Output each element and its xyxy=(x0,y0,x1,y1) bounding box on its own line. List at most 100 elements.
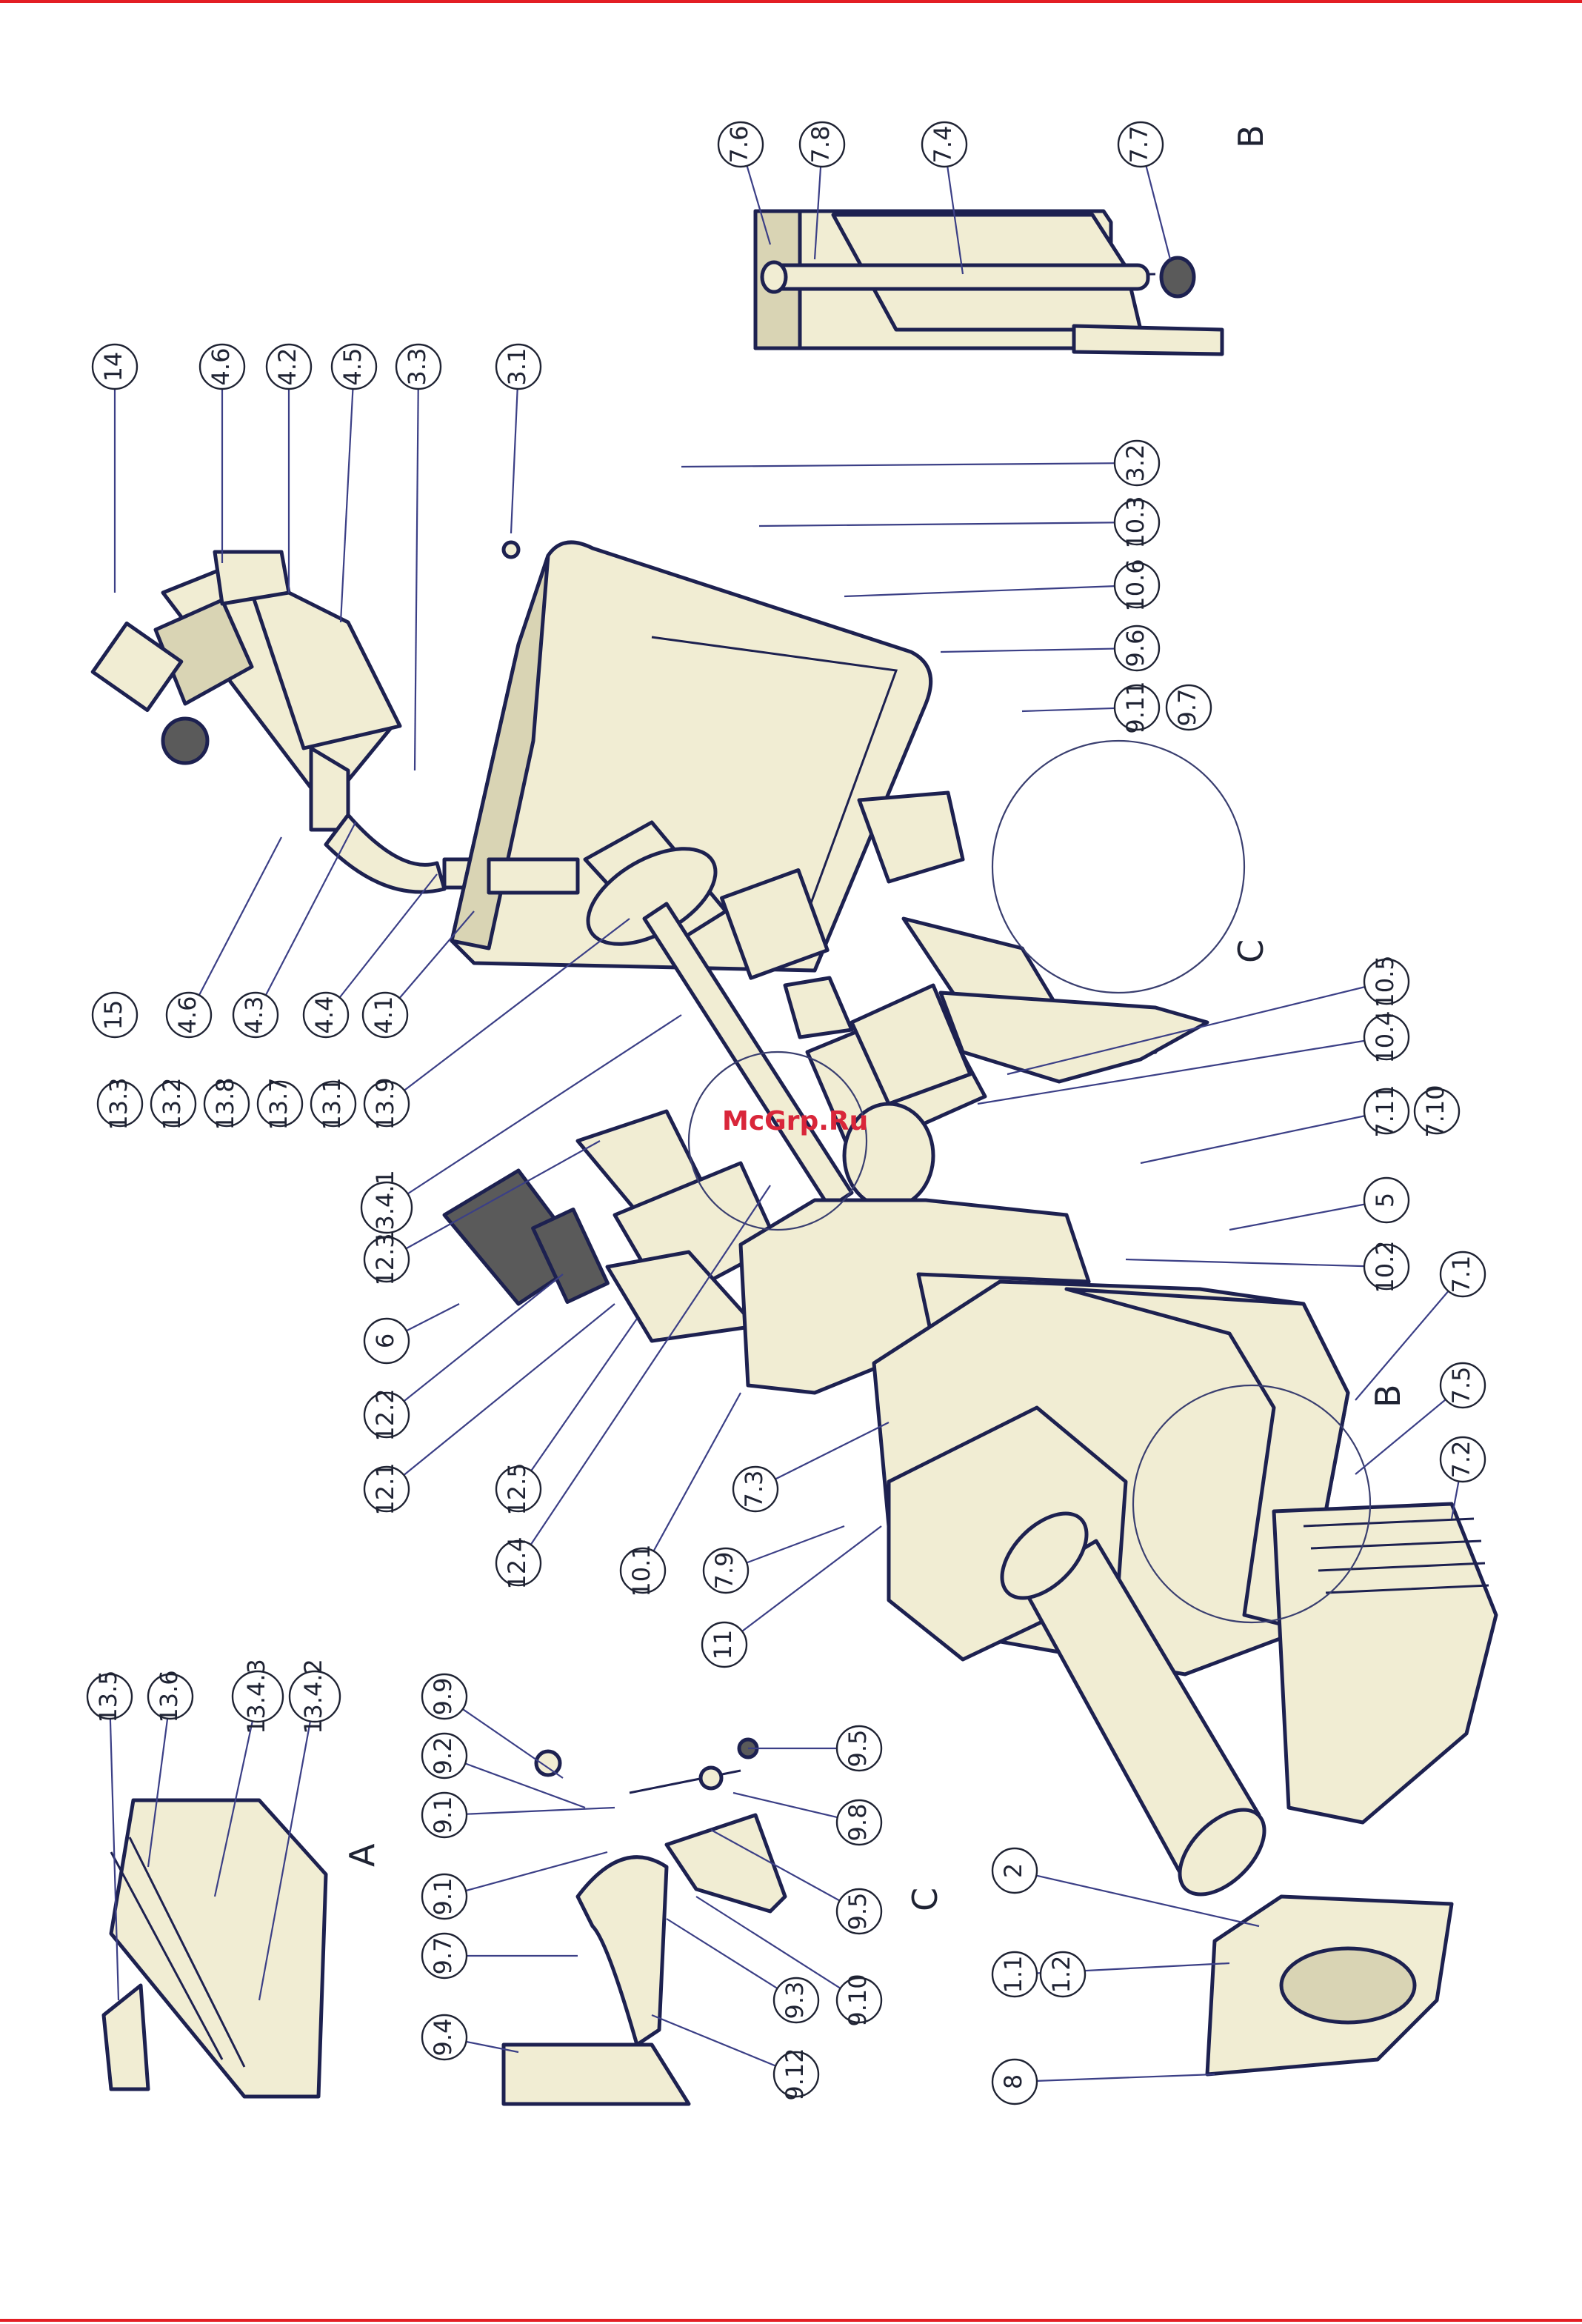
callout-bubble xyxy=(835,1799,883,1846)
callout-bubble xyxy=(1113,684,1161,731)
callout-label: 13.7 xyxy=(264,1077,293,1130)
leader-c7-1 xyxy=(1355,1273,1463,1401)
callout-bubble xyxy=(1113,499,1161,546)
callout-label: 7.6 xyxy=(725,126,753,164)
callout-label: 7.9 xyxy=(710,1552,738,1590)
view-letter-c-right: C xyxy=(1231,939,1271,963)
callout-label: 3.3 xyxy=(403,348,431,386)
callout-bubble xyxy=(231,1670,284,1723)
callout-label: 13.8 xyxy=(211,1077,239,1130)
callout-bubble xyxy=(1113,625,1161,672)
callout-c9-1a: 9.1 xyxy=(421,1791,468,1839)
leader-c9-1a xyxy=(444,1806,615,1817)
callout-c4-4: 4.4 xyxy=(302,991,350,1039)
callout-c8: 8 xyxy=(991,2058,1038,2105)
callout-bubble xyxy=(991,1951,1038,1998)
callout-bubble xyxy=(1039,1951,1087,1998)
callout-bubble xyxy=(203,1080,250,1128)
leader-c9-12 xyxy=(651,2014,797,2076)
callout-label: 9.9 xyxy=(429,1678,457,1716)
leader-c12-5 xyxy=(518,1318,638,1490)
callout-bubble xyxy=(495,343,542,390)
callout-bubble xyxy=(232,991,279,1039)
detail-view-c xyxy=(501,1737,787,2106)
callout-label: 10.1 xyxy=(627,1544,655,1596)
top-red-rule xyxy=(0,0,1582,3)
callout-bubble xyxy=(1439,1436,1486,1483)
callout-c7-5: 7.5 xyxy=(1439,1362,1486,1409)
callout-c4-3: 4.3 xyxy=(232,991,279,1039)
callout-c9-2: 9.2 xyxy=(421,1732,468,1779)
callout-c9-1b: 9.1 xyxy=(421,1873,468,1920)
callout-c7-8: 7.8 xyxy=(798,121,846,168)
leader-c9-10 xyxy=(695,1896,860,2001)
callout-label: 4.6 xyxy=(207,348,235,386)
callout-label: 4.6 xyxy=(173,996,201,1034)
callout-bubble xyxy=(495,1465,542,1513)
callout-label: 10.3 xyxy=(1121,496,1149,548)
callout-bubble xyxy=(702,1547,750,1594)
callout-label: 9.1 xyxy=(429,1797,457,1834)
callout-c10-4: 10.4 xyxy=(1363,1010,1410,1064)
leader-c12-4 xyxy=(518,1185,771,1564)
callout-c13-7: 13.7 xyxy=(256,1077,304,1131)
callout-bubble xyxy=(361,991,409,1039)
callout-bubble xyxy=(619,1547,667,1594)
callout-c1-1: 1.1 xyxy=(991,1951,1038,1998)
leader-c5 xyxy=(1229,1199,1387,1231)
callout-label: 7.11 xyxy=(1371,1085,1399,1137)
callout-c13-4-2: 13.4.2 xyxy=(288,1659,341,1734)
callout-bubble xyxy=(395,343,442,390)
callout-bubble xyxy=(363,1391,410,1439)
callout-c10-6: 10.6 xyxy=(1113,559,1161,612)
detail-view-b xyxy=(753,209,1224,356)
leader-c13-4-3 xyxy=(213,1696,259,1897)
callout-c13-9: 13.9 xyxy=(363,1077,410,1131)
callout-bubble xyxy=(835,1888,883,1935)
leader-c4-3 xyxy=(255,822,356,1016)
callout-c9-6: 9.6 xyxy=(1113,625,1161,672)
callout-label: 9.4 xyxy=(429,2019,457,2057)
leader-c9-9 xyxy=(444,1696,564,1779)
callout-bubble xyxy=(921,121,968,168)
callout-bubble xyxy=(991,2058,1038,2105)
callout-bubble xyxy=(421,2014,468,2061)
callout-label: 7.4 xyxy=(929,126,957,164)
callout-bubble xyxy=(701,1621,748,1668)
callout-bubble xyxy=(363,1080,410,1128)
callout-bubble xyxy=(256,1080,304,1128)
callout-c5: 5 xyxy=(1363,1176,1410,1224)
callout-c7-6: 7.6 xyxy=(717,121,764,168)
callout-c4-5: 4.5 xyxy=(330,343,378,390)
watermark-text: McGrp.Ru xyxy=(722,1106,868,1136)
callout-bubble xyxy=(302,991,350,1039)
callout-c13-1: 13.1 xyxy=(310,1077,357,1131)
callout-c13-4-3: 13.4.3 xyxy=(231,1659,284,1734)
callout-bubble xyxy=(360,1181,413,1234)
callout-bubble xyxy=(86,1673,133,1720)
callout-label: 7.5 xyxy=(1447,1367,1475,1405)
callout-label: 7.8 xyxy=(807,126,835,164)
callout-c9-5a: 9.5 xyxy=(835,1725,883,1772)
callout-label: 9.5 xyxy=(844,1730,872,1768)
detail-circle-b-source xyxy=(1132,1384,1372,1624)
leader-c13-9 xyxy=(386,918,630,1105)
callout-label: 9.10 xyxy=(844,1974,872,2026)
callout-bubble xyxy=(835,1725,883,1772)
callout-c12-4: 12.4 xyxy=(495,1536,542,1590)
callout-bubble xyxy=(1363,1176,1410,1224)
callout-bubble xyxy=(772,1977,820,2024)
callout-bubble xyxy=(363,1236,410,1283)
callout-label: 15 xyxy=(99,1000,127,1031)
callout-c9-10: 9.10 xyxy=(835,1974,883,2027)
callout-bubble xyxy=(835,1977,883,2024)
callout-c13-2: 13.2 xyxy=(150,1077,197,1131)
callout-label: 9.3 xyxy=(781,1982,809,2020)
callout-bubble xyxy=(1363,958,1410,1005)
callout-c7-7: 7.7 xyxy=(1117,121,1164,168)
callout-c12-2: 12.2 xyxy=(363,1388,410,1442)
callout-c7-11: 7.11 xyxy=(1363,1085,1410,1138)
leader-c10-6 xyxy=(844,584,1138,598)
